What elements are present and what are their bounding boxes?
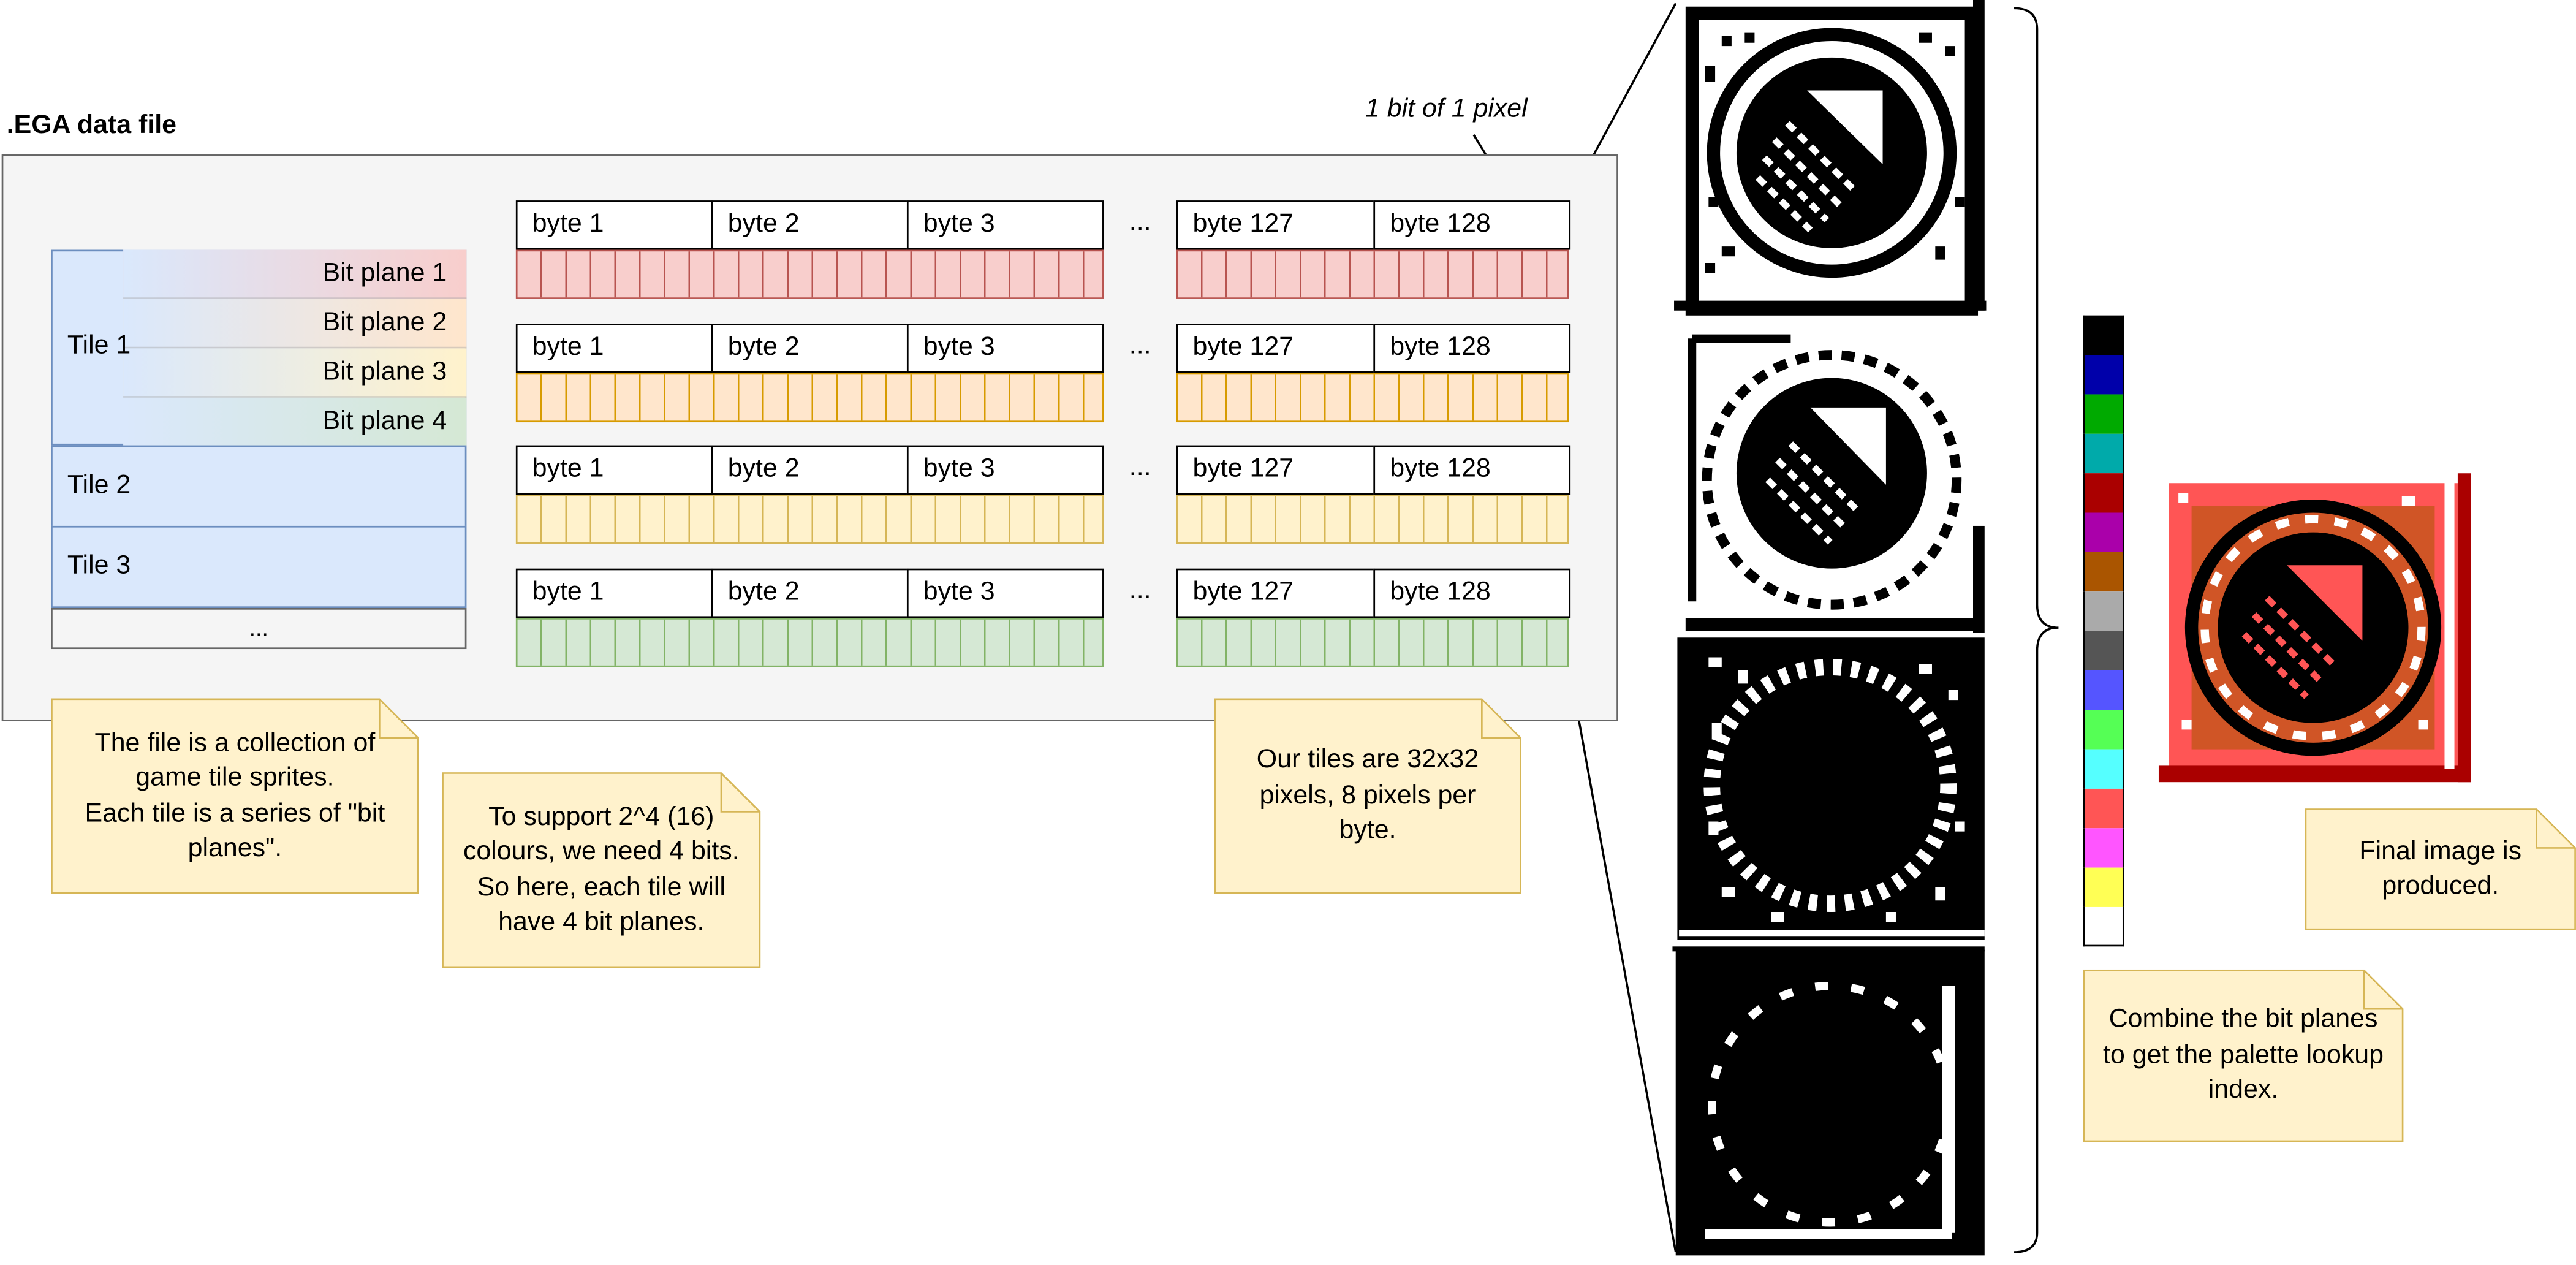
note-combine: Combine the bit planes to get the palett… <box>2083 969 2404 1142</box>
curly-brace <box>2014 7 2059 1253</box>
byte-ellipsis: ... <box>1129 332 1151 360</box>
note-file-collection: The file is a collection of game tile sp… <box>51 698 419 894</box>
tile-3: Tile 3 <box>51 525 467 609</box>
tile-more: ... <box>51 608 467 650</box>
bit-strip <box>1176 373 1569 423</box>
note-combine-text: Combine the bit planes to get the palett… <box>2103 1006 2384 1105</box>
byte-cell: byte 128 <box>1373 324 1571 373</box>
note-tile-size-text: Our tiles are 32x32 pixels, 8 pixels per… <box>1256 746 1479 845</box>
byte-cell: byte 3 <box>906 568 1104 618</box>
byte-cell: byte 127 <box>1176 324 1376 373</box>
byte-cell: byte 1 <box>515 324 713 373</box>
palette-swatch <box>2083 315 2124 355</box>
bit-plane-1: Bit plane 1 <box>123 249 467 299</box>
bit-plane-images <box>1672 0 1988 1256</box>
bit-strip <box>515 618 1104 667</box>
bit-strip <box>515 249 1104 299</box>
byte-ellipsis: ... <box>1129 208 1151 237</box>
byte-cell: byte 127 <box>1176 445 1376 495</box>
bit-plane-3-image <box>1677 637 1985 940</box>
palette-swatch <box>2083 552 2124 592</box>
palette-swatch <box>2083 512 2124 552</box>
note-colours-text: To support 2^4 (16) colours, we need 4 b… <box>463 802 740 937</box>
file-title: .EGA data file <box>6 112 177 140</box>
byte-ellipsis: ... <box>1129 577 1151 605</box>
palette-swatch <box>2083 394 2124 434</box>
bit-strip <box>515 373 1104 423</box>
bit-strip <box>515 495 1104 544</box>
palette-swatch <box>2083 710 2124 750</box>
tile-1-label: Tile 1 <box>67 332 131 360</box>
bit-strip <box>1176 495 1569 544</box>
palette-swatch <box>2083 670 2124 710</box>
note-final-text: Final image is produced. <box>2359 837 2522 901</box>
tile-3-label: Tile 3 <box>67 552 131 580</box>
bit-plane-2-label: Bit plane 2 <box>322 309 447 337</box>
palette-swatch <box>2083 906 2124 947</box>
palette-swatch <box>2083 591 2124 631</box>
note-tile-size: Our tiles are 32x32 pixels, 8 pixels per… <box>1214 698 1521 894</box>
palette-swatch <box>2083 631 2124 670</box>
bit-plane-2-image <box>1672 329 1988 633</box>
byte-cell: byte 3 <box>906 324 1104 373</box>
byte-cell: byte 3 <box>906 445 1104 495</box>
bit-annotation: 1 bit of 1 pixel <box>1365 95 1528 124</box>
bit-plane-3-label: Bit plane 3 <box>322 358 447 387</box>
final-image <box>2158 473 2471 783</box>
bit-plane-4-label: Bit plane 4 <box>322 407 447 436</box>
byte-cell: byte 127 <box>1176 568 1376 618</box>
byte-cell: byte 128 <box>1373 568 1571 618</box>
bit-plane-4-image <box>1672 946 1985 1256</box>
bit-plane-2: Bit plane 2 <box>123 298 467 349</box>
palette-swatch <box>2083 749 2124 789</box>
byte-cell: byte 2 <box>711 324 909 373</box>
note-colours: To support 2^4 (16) colours, we need 4 b… <box>442 772 761 968</box>
byte-ellipsis: ... <box>1129 453 1151 482</box>
bit-plane-1-image <box>1674 0 1987 316</box>
tile-2: Tile 2 <box>51 445 467 528</box>
byte-cell: byte 1 <box>515 568 713 618</box>
bit-strip <box>1176 618 1569 667</box>
byte-cell: byte 1 <box>515 445 713 495</box>
palette-swatch <box>2083 433 2124 474</box>
bit-strip <box>1176 249 1569 299</box>
bit-plane-4: Bit plane 4 <box>123 397 467 446</box>
palette-swatch <box>2083 473 2124 513</box>
byte-cell: byte 1 <box>515 200 713 250</box>
byte-cell: byte 128 <box>1373 445 1571 495</box>
palette-swatch <box>2083 828 2124 868</box>
byte-cell: byte 2 <box>711 445 909 495</box>
note-final: Final image is produced. <box>2305 808 2576 930</box>
palette-swatch <box>2083 867 2124 907</box>
tile-2-label: Tile 2 <box>67 471 131 500</box>
byte-cell: byte 127 <box>1176 200 1376 250</box>
bit-plane-3: Bit plane 3 <box>123 348 467 398</box>
byte-cell: byte 3 <box>906 200 1104 250</box>
byte-cell: byte 2 <box>711 200 909 250</box>
byte-cell: byte 2 <box>711 568 909 618</box>
bit-plane-1-label: Bit plane 1 <box>322 259 447 288</box>
palette-swatch <box>2083 355 2124 395</box>
byte-cell: byte 128 <box>1373 200 1571 250</box>
palette-swatch <box>2083 788 2124 829</box>
note-file-collection-text: The file is a collection of game tile sp… <box>85 729 385 863</box>
